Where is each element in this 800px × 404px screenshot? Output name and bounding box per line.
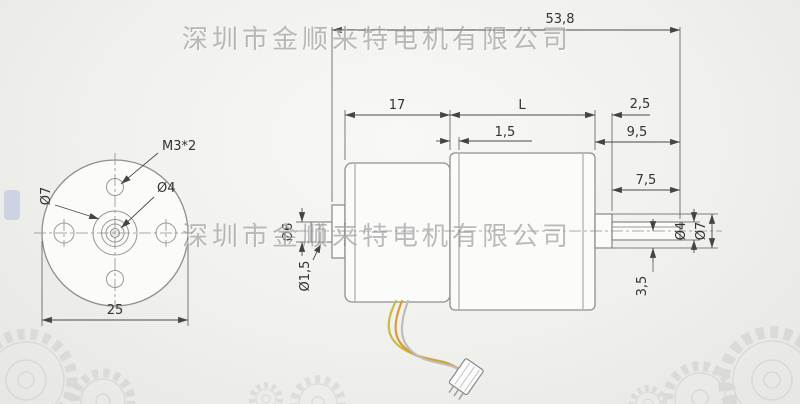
screw-leader-line <box>120 152 159 185</box>
gear-decoration <box>70 368 136 404</box>
motor-wires <box>387 299 469 377</box>
gear-decoration <box>663 361 737 404</box>
shaft-diameter-leader <box>120 196 155 229</box>
front-view: M3*2 Ø7 Ø4 25 <box>34 139 196 326</box>
front-shaft-diameter-label: Ø4 <box>157 181 176 196</box>
shaft-hole-diameter-label: Ø1,5 <box>298 261 313 292</box>
rear-shaft-length-label: 7,5 <box>636 173 657 188</box>
gear-decoration <box>629 385 667 404</box>
stock-watermark-artifact <box>4 190 20 220</box>
gear-decoration <box>718 326 800 404</box>
rear-boss-length-label: 2,5 <box>630 97 651 112</box>
gearbox-body <box>344 162 451 303</box>
output-shaft-diameter-label: Ø6 <box>281 223 296 242</box>
front-bearing-boss <box>331 204 346 259</box>
boss-diameter-leader <box>54 204 100 220</box>
motor-length-label: L <box>518 98 526 113</box>
front-width-label: 25 <box>107 303 124 318</box>
rear-shaft-diameter-label: Ø4 <box>674 222 689 241</box>
flange-thickness-label: 1,5 <box>495 125 516 140</box>
gear-decoration <box>249 382 283 404</box>
motor-body <box>449 152 596 311</box>
background-gears <box>0 326 800 404</box>
center-offset-label: 3,5 <box>635 276 650 297</box>
wire-connector <box>448 358 484 400</box>
gear-decoration <box>290 375 346 404</box>
gear-decoration <box>0 328 78 404</box>
side-view: 53,8 17 L 2,5 1,5 9,5 7,5 Ø6 <box>281 12 722 400</box>
gearbox-length-label: 17 <box>389 98 406 113</box>
shaft-hole-leader <box>312 242 322 261</box>
front-screw-label: M3*2 <box>162 139 196 154</box>
front-boss-diameter-label: Ø7 <box>39 187 54 206</box>
wire-gray <box>400 299 469 377</box>
overall-length-label: 53,8 <box>546 12 575 27</box>
rear-section-label: 9,5 <box>627 125 648 140</box>
rear-boss-diameter-label: Ø7 <box>694 222 709 241</box>
output-shaft <box>310 221 333 243</box>
